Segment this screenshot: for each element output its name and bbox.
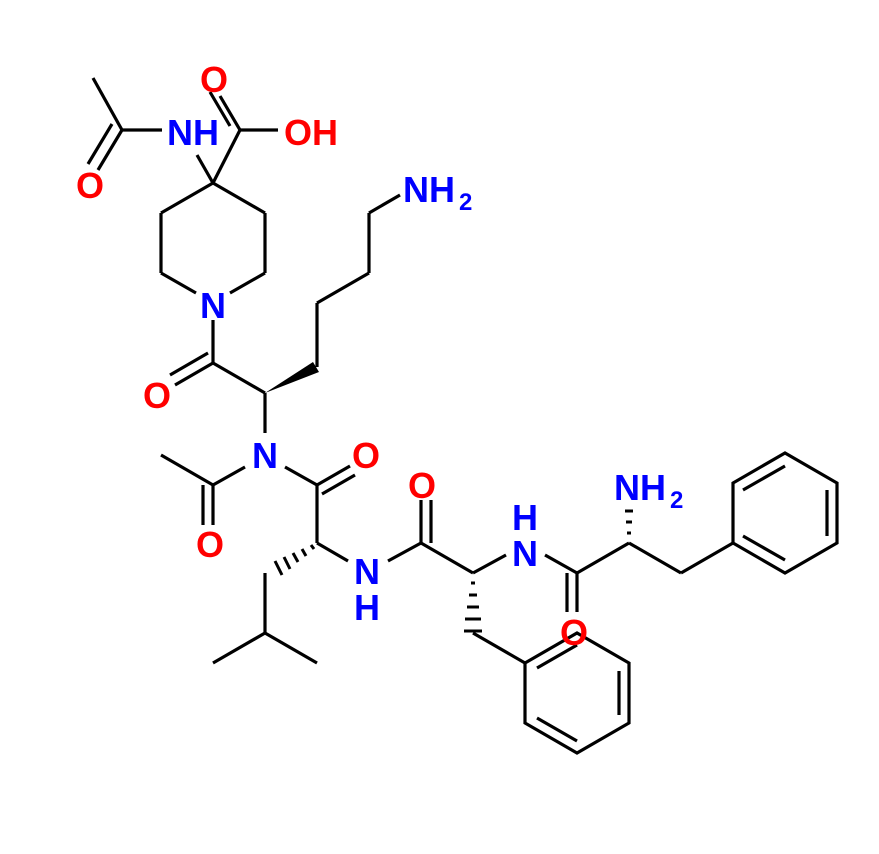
label-o-phe2: O (560, 612, 588, 653)
label-nh-acetamido: NH (167, 112, 219, 153)
label-nh2-lysine-subscript: 2 (459, 189, 472, 216)
label-nh2-lysine: NH (403, 169, 455, 210)
label-o-acid: O (200, 59, 228, 100)
label-n-lysine: N (252, 435, 278, 476)
label-nh2-phe: NH (614, 467, 666, 508)
label-nh-leucine-h: H (354, 587, 380, 628)
label-nh2-phe-subscript: 2 (670, 487, 683, 514)
label-nh-phe-n: N (512, 533, 538, 574)
label-o-lysine-amide: O (352, 435, 380, 476)
label-n-piperidine: N (200, 285, 226, 326)
label-oh-acid: OH (284, 112, 338, 153)
label-o-phe1: O (408, 465, 436, 506)
label-nh-phe-h: H (512, 497, 538, 538)
label-o-n-acetyl: O (196, 524, 224, 565)
label-o-piperidine-amide: O (143, 375, 171, 416)
label-o-acetyl: O (76, 165, 104, 206)
bonds (86, 77, 839, 755)
atom-labels: O OH NH O NH 2 N O N O O O N H H N NH 2 … (76, 59, 683, 653)
label-nh-leucine-n: N (354, 551, 380, 592)
